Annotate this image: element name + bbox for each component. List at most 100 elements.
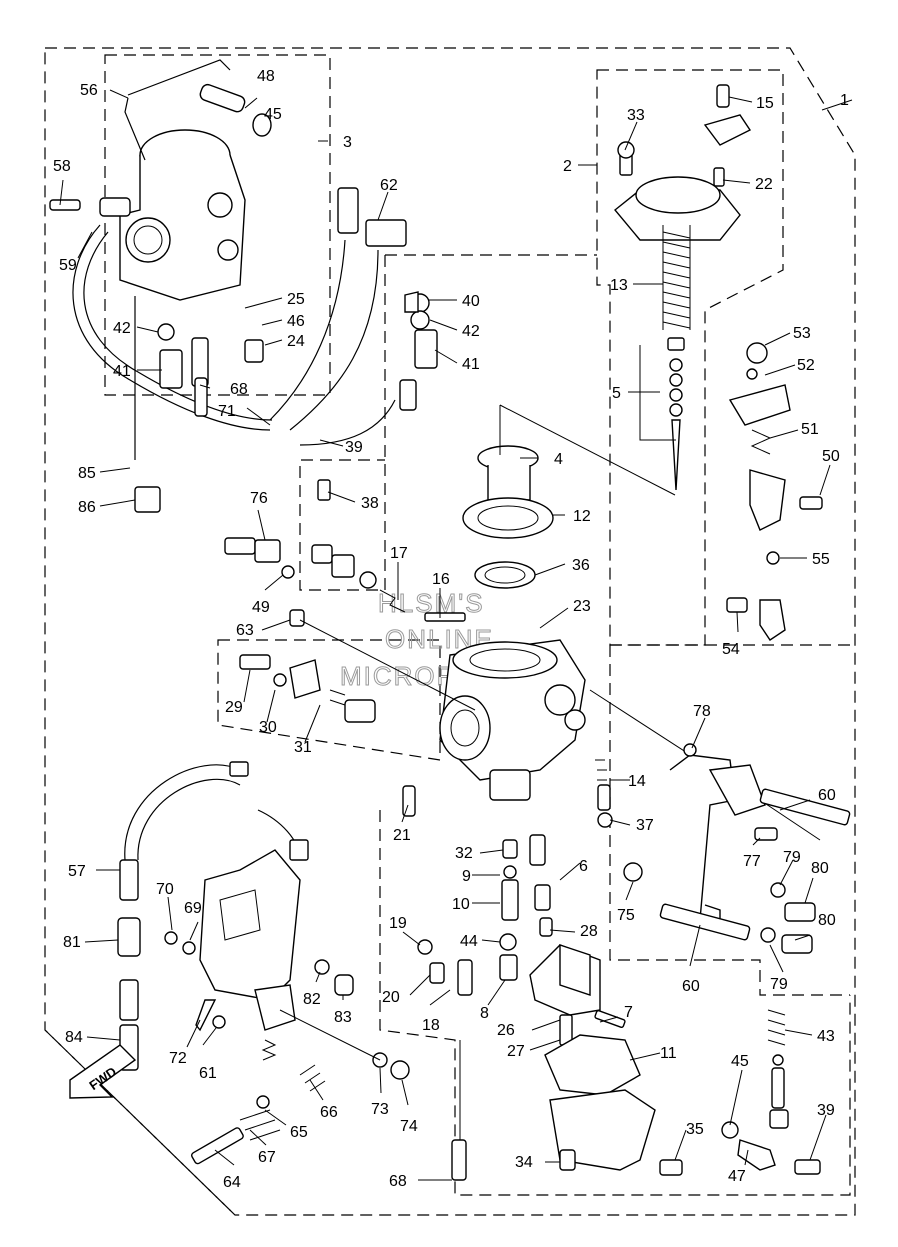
outline-right-lever [609, 644, 855, 996]
callout-56: 56 [80, 82, 98, 99]
callout-32: 32 [455, 845, 473, 862]
callout-30: 30 [259, 719, 277, 736]
part-artwork [49, 59, 851, 1181]
callout-72: 72 [169, 1050, 187, 1067]
callout-6: 6 [579, 858, 588, 875]
callout-18: 18 [422, 1017, 440, 1034]
callout-68-lower: 68 [389, 1173, 407, 1190]
callout-58: 58 [53, 158, 71, 175]
callout-39-upper: 39 [345, 439, 363, 456]
callout-46: 46 [287, 313, 305, 330]
callout-52: 52 [797, 357, 815, 374]
outline-lower-left [44, 1029, 236, 1216]
callout-57: 57 [68, 863, 86, 880]
callout-19: 19 [389, 915, 407, 932]
callout-42-left: 42 [113, 320, 131, 337]
callout-50: 50 [822, 448, 840, 465]
callout-14: 14 [628, 773, 646, 790]
callout-59: 59 [59, 257, 77, 274]
callout-83: 83 [334, 1009, 352, 1026]
callout-1: 1 [840, 92, 849, 109]
callout-68-upper: 68 [230, 381, 248, 398]
callout-48: 48 [257, 68, 275, 85]
callout-86: 86 [78, 499, 96, 516]
callout-38: 38 [361, 495, 379, 512]
callout-28: 28 [580, 923, 598, 940]
left-screws-drawing [224, 537, 476, 817]
callout-45-upper: 45 [264, 106, 282, 123]
group-outlines [44, 47, 856, 1216]
callout-31: 31 [294, 739, 312, 756]
carburetor-assembly-drawing [49, 59, 272, 301]
callout-34: 34 [515, 1154, 533, 1171]
callout-33: 33 [627, 107, 645, 124]
callout-39-lower: 39 [817, 1102, 835, 1119]
callout-42-right: 42 [462, 323, 480, 340]
callout-13: 13 [610, 277, 628, 294]
callout-47: 47 [728, 1168, 746, 1185]
carburetor-body-drawing [439, 639, 586, 801]
callout-49: 49 [252, 599, 270, 616]
top-cover-drawing [614, 84, 752, 491]
callout-27: 27 [507, 1043, 525, 1060]
outline-body-set [299, 254, 597, 591]
callout-10: 10 [452, 896, 470, 913]
leader-lines [59, 89, 853, 1181]
callout-11: 11 [660, 1045, 677, 1062]
float-bowl-drawing [451, 944, 683, 1181]
callout-53: 53 [793, 325, 811, 342]
fwd-arrow-icon [69, 1044, 137, 1099]
callout-76: 76 [250, 490, 268, 507]
callout-75: 75 [617, 907, 635, 924]
lower-left-bracket-drawing [117, 761, 410, 1165]
callout-17: 17 [390, 545, 408, 562]
callout-9: 9 [462, 868, 471, 885]
callout-71: 71 [218, 403, 236, 420]
callout-45-lower: 45 [731, 1053, 749, 1070]
callout-67: 67 [258, 1149, 276, 1166]
callout-21: 21 [393, 827, 411, 844]
callout-41-right: 41 [462, 356, 480, 373]
callout-2: 2 [563, 158, 572, 175]
callout-63: 63 [236, 622, 254, 639]
callout-16: 16 [432, 571, 450, 588]
callout-62: 62 [380, 177, 398, 194]
callout-74: 74 [400, 1118, 418, 1135]
callout-5: 5 [612, 385, 621, 402]
callout-7: 7 [624, 1004, 633, 1021]
mixture-screw-drawing [721, 1009, 821, 1175]
callout-40: 40 [462, 293, 480, 310]
callout-4: 4 [554, 451, 563, 468]
callout-81: 81 [63, 934, 81, 951]
callout-60-upper: 60 [818, 787, 836, 804]
jets-drawing [417, 834, 553, 996]
callout-36: 36 [572, 557, 590, 574]
callout-37: 37 [636, 817, 654, 834]
callout-66: 66 [320, 1104, 338, 1121]
callout-55: 55 [812, 551, 830, 568]
callout-64: 64 [223, 1174, 241, 1191]
callout-78: 78 [693, 703, 711, 720]
callout-labels: 1 2 3 4 5 6 7 8 9 10 11 12 13 14 15 16 1… [53, 68, 849, 1191]
callout-65: 65 [290, 1124, 308, 1141]
callout-79-upper: 79 [783, 849, 801, 866]
callout-12: 12 [573, 508, 591, 525]
callout-70: 70 [156, 881, 174, 898]
callout-80-upper: 80 [811, 860, 829, 877]
outline-float-bowl [379, 810, 851, 1196]
callout-3: 3 [343, 134, 352, 151]
callout-43: 43 [817, 1028, 835, 1045]
callout-22: 22 [755, 176, 773, 193]
outline-left-valve [217, 639, 441, 761]
callout-85: 85 [78, 465, 96, 482]
piston-valve-drawing [462, 404, 676, 589]
callout-44: 44 [460, 933, 478, 950]
callout-15: 15 [756, 95, 774, 112]
callout-29: 29 [225, 699, 243, 716]
callout-24: 24 [287, 333, 305, 350]
callout-8: 8 [480, 1005, 489, 1022]
throttle-linkage-drawing [589, 342, 851, 954]
callout-80-lower: 80 [818, 912, 836, 929]
callout-61: 61 [199, 1065, 217, 1082]
